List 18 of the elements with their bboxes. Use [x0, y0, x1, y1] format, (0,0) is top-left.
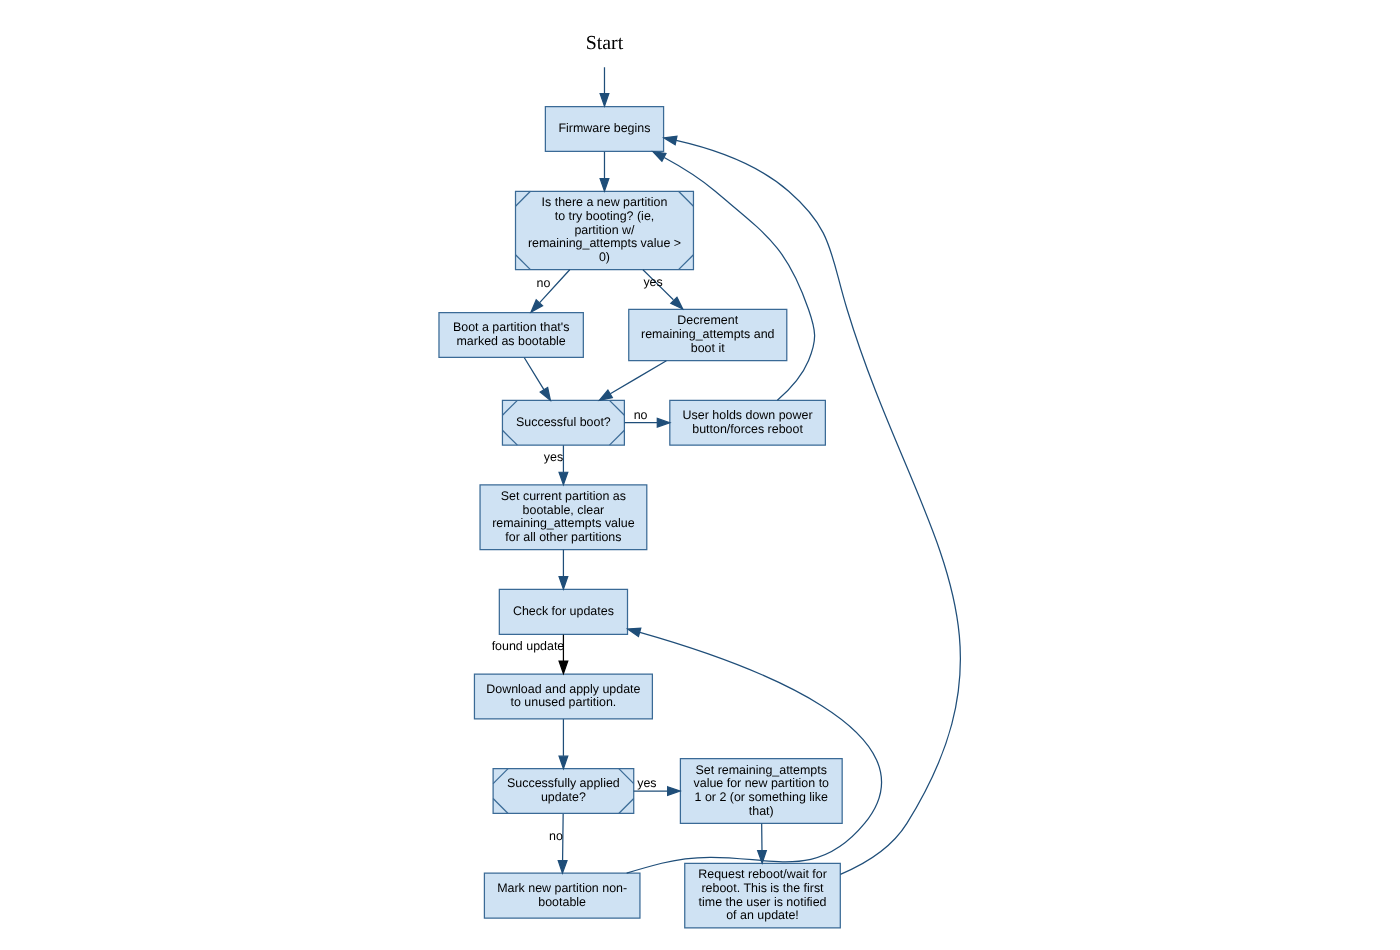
arrow	[633, 785, 682, 797]
node-text: Start	[585, 33, 624, 56]
arrow	[625, 627, 883, 874]
arrow	[662, 135, 961, 875]
arrow	[651, 150, 816, 401]
arrow	[558, 634, 569, 676]
arrow	[597, 360, 668, 402]
arrow	[623, 417, 672, 428]
arrow	[558, 444, 569, 487]
arrow	[599, 66, 610, 108]
arrow	[599, 151, 610, 193]
arrow	[529, 269, 571, 314]
arrow	[557, 813, 568, 875]
arrow	[558, 718, 569, 771]
arrow	[558, 549, 569, 591]
arrow	[642, 269, 685, 311]
arrow	[523, 357, 552, 402]
arrow	[756, 822, 768, 865]
